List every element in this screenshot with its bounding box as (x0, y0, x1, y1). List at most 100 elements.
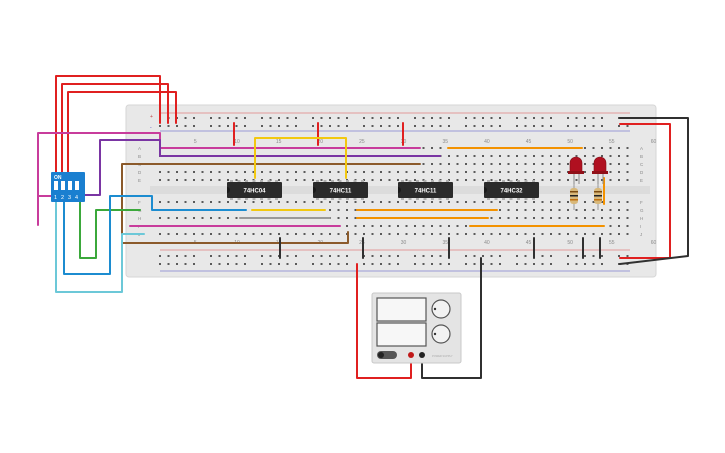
breadboard-hole[interactable] (363, 225, 365, 227)
breadboard-hole[interactable] (490, 217, 493, 219)
breadboard-hole[interactable] (550, 201, 552, 203)
breadboard-hole[interactable] (380, 233, 382, 235)
breadboard-hole[interactable] (584, 217, 586, 219)
breadboard-hole[interactable] (575, 217, 578, 219)
breadboard-hole[interactable] (558, 217, 561, 219)
breadboard-hole[interactable] (507, 217, 510, 219)
breadboard-hole[interactable] (201, 179, 204, 181)
breadboard-hole[interactable] (575, 179, 578, 181)
rail-hole[interactable] (414, 255, 416, 257)
rail-hole[interactable] (541, 255, 544, 257)
rail-hole[interactable] (159, 255, 161, 257)
rail-hole[interactable] (388, 263, 391, 265)
resistor-2[interactable] (594, 184, 602, 210)
rail-hole[interactable] (218, 117, 221, 119)
rail-hole[interactable] (490, 255, 493, 257)
breadboard-hole[interactable] (558, 233, 561, 235)
breadboard-hole[interactable] (431, 225, 433, 227)
rail-hole[interactable] (584, 255, 586, 257)
dip-toggle-2[interactable] (61, 181, 65, 190)
rail-hole[interactable] (329, 255, 331, 257)
breadboard-hole[interactable] (388, 179, 391, 181)
breadboard-hole[interactable] (320, 201, 323, 203)
rail-hole[interactable] (575, 263, 578, 265)
breadboard-hole[interactable] (210, 171, 212, 173)
breadboard-hole[interactable] (524, 209, 527, 211)
breadboard-hole[interactable] (533, 217, 535, 219)
breadboard-hole[interactable] (575, 233, 578, 235)
breadboard-hole[interactable] (584, 209, 586, 211)
rail-hole[interactable] (431, 117, 433, 119)
ic-chip[interactable]: 74HC32 (484, 180, 539, 200)
current-knob[interactable] (431, 324, 451, 344)
breadboard-hole[interactable] (244, 171, 246, 173)
breadboard-hole[interactable] (337, 209, 340, 211)
rail-hole[interactable] (286, 263, 289, 265)
rail-hole[interactable] (626, 125, 629, 127)
breadboard-hole[interactable] (490, 171, 493, 173)
rail-hole[interactable] (380, 117, 382, 119)
breadboard-hole[interactable] (618, 147, 620, 149)
breadboard-hole[interactable] (473, 171, 476, 173)
breadboard-hole[interactable] (261, 201, 263, 203)
breadboard-hole[interactable] (626, 225, 629, 227)
breadboard-hole[interactable] (227, 171, 229, 173)
breadboard-hole[interactable] (167, 217, 170, 219)
breadboard-hole[interactable] (550, 155, 552, 157)
rail-hole[interactable] (176, 255, 178, 257)
breadboard-hole[interactable] (592, 179, 595, 181)
breadboard-hole[interactable] (550, 163, 552, 165)
breadboard-hole[interactable] (516, 233, 518, 235)
breadboard-hole[interactable] (414, 171, 416, 173)
breadboard-hole[interactable] (618, 201, 620, 203)
breadboard-hole[interactable] (592, 201, 595, 203)
breadboard-hole[interactable] (448, 163, 450, 165)
breadboard-hole[interactable] (618, 209, 620, 211)
breadboard-hole[interactable] (354, 201, 357, 203)
breadboard-hole[interactable] (541, 171, 544, 173)
breadboard-hole[interactable] (167, 201, 170, 203)
breadboard-hole[interactable] (541, 209, 544, 211)
breadboard-hole[interactable] (159, 179, 161, 181)
breadboard-hole[interactable] (609, 155, 612, 157)
rail-hole[interactable] (244, 263, 246, 265)
breadboard-hole[interactable] (558, 163, 561, 165)
rail-hole[interactable] (286, 117, 289, 119)
breadboard-hole[interactable] (405, 233, 408, 235)
rail-hole[interactable] (397, 263, 399, 265)
blue-wire-dip[interactable] (63, 195, 247, 275)
breadboard-hole[interactable] (346, 217, 348, 219)
rail-hole[interactable] (516, 255, 518, 257)
breadboard-hole[interactable] (558, 209, 561, 211)
voltage-knob[interactable] (431, 299, 451, 319)
breadboard-hole[interactable] (609, 147, 612, 149)
breadboard-hole[interactable] (184, 201, 187, 203)
breadboard-hole[interactable] (482, 233, 484, 235)
rail-hole[interactable] (439, 263, 442, 265)
breadboard-hole[interactable] (329, 209, 331, 211)
breadboard-hole[interactable] (235, 233, 238, 235)
breadboard-hole[interactable] (371, 225, 374, 227)
breadboard-hole[interactable] (201, 201, 204, 203)
breadboard-hole[interactable] (397, 225, 399, 227)
breadboard-hole[interactable] (584, 171, 586, 173)
rail-hole[interactable] (541, 263, 544, 265)
breadboard-hole[interactable] (218, 171, 221, 173)
rail-hole[interactable] (210, 263, 212, 265)
breadboard-hole[interactable] (567, 201, 569, 203)
breadboard-hole[interactable] (626, 147, 629, 149)
breadboard-hole[interactable] (431, 233, 433, 235)
breadboard-hole[interactable] (286, 171, 289, 173)
rail-hole[interactable] (516, 125, 518, 127)
breadboard-hole[interactable] (482, 179, 484, 181)
breadboard-hole[interactable] (490, 155, 493, 157)
breadboard-hole[interactable] (167, 233, 170, 235)
breadboard-hole[interactable] (431, 171, 433, 173)
breadboard-hole[interactable] (609, 217, 612, 219)
breadboard-hole[interactable] (626, 155, 629, 157)
breadboard-hole[interactable] (499, 163, 501, 165)
rail-hole[interactable] (363, 125, 365, 127)
breadboard-hole[interactable] (482, 155, 484, 157)
